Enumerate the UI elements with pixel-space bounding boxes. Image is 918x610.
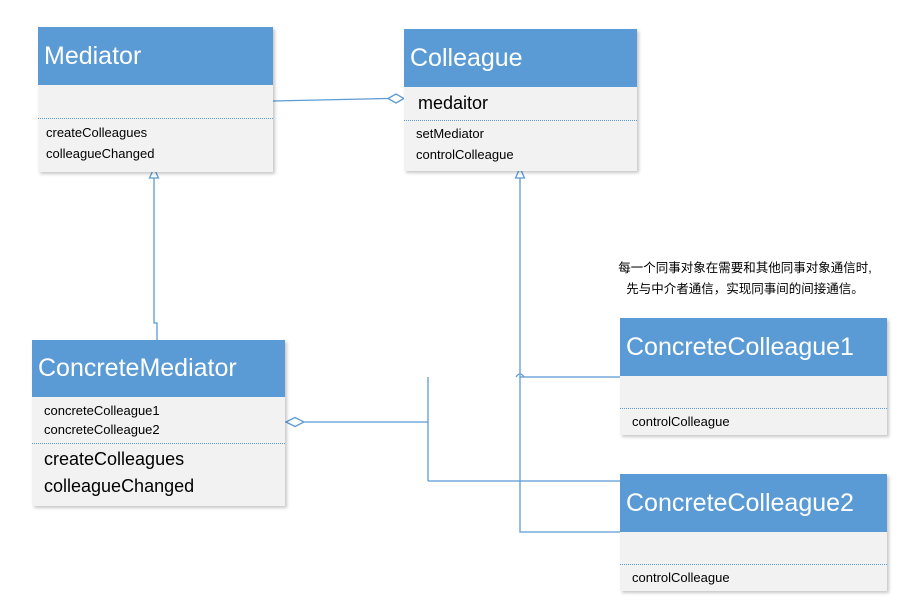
concrete-colleague2-generalization <box>519 377 620 533</box>
operations-compartment: createColleagues colleagueChanged <box>32 444 285 506</box>
generalization-arrowhead <box>148 166 160 179</box>
operation: colleagueChanged <box>46 146 155 161</box>
attribute: medaitor <box>418 93 489 113</box>
attribute: concreteColleague1 <box>44 403 160 418</box>
generalization-arrowhead <box>514 166 526 179</box>
class-colleague[interactable]: Colleague medaitor setMediator controlCo… <box>404 29 637 171</box>
operation: createColleagues <box>44 449 185 469</box>
operations-compartment: createColleagues colleagueChanged <box>38 119 273 172</box>
operations-compartment: setMediator controlColleague <box>404 121 637 171</box>
operation: createColleagues <box>46 125 148 140</box>
aggregation-diamond <box>386 93 406 104</box>
aggregation-diamond <box>284 416 306 428</box>
attribute: concreteColleague2 <box>44 422 160 437</box>
line-crossing-hop <box>515 373 525 378</box>
class-concrete-colleague2[interactable]: ConcreteColleague2 controlColleague <box>620 474 887 591</box>
attributes-compartment: concreteColleague1 concreteColleague2 <box>32 397 285 444</box>
operation: colleagueChanged <box>44 476 195 496</box>
operations-compartment: controlColleague <box>620 409 887 435</box>
operations-compartment: controlColleague <box>620 565 887 591</box>
attributes-compartment <box>620 376 887 409</box>
class-name: ConcreteColleague2 <box>620 474 887 532</box>
class-name: ConcreteColleague1 <box>620 318 887 376</box>
attributes-compartment: medaitor <box>404 87 637 121</box>
class-name: ConcreteMediator <box>32 340 285 397</box>
operation: setMediator <box>416 126 484 141</box>
mediator-colleague-association <box>272 97 389 102</box>
operation: controlColleague <box>632 414 730 429</box>
class-concrete-mediator[interactable]: ConcreteMediator concreteColleague1 conc… <box>32 340 285 506</box>
operation: controlColleague <box>632 570 730 585</box>
class-concrete-colleague1[interactable]: ConcreteColleague1 controlColleague <box>620 318 887 435</box>
class-name: Colleague <box>404 29 637 87</box>
concrete-mediator-generalization <box>153 178 158 340</box>
note-line: 先与中介者通信，实现同事间的间接通信。 <box>626 282 864 296</box>
annotation-note: 每一个同事对象在需要和其他同事对象通信时, 先与中介者通信，实现同事间的间接通信… <box>580 258 910 300</box>
class-mediator[interactable]: Mediator createColleagues colleagueChang… <box>38 27 273 172</box>
attributes-compartment <box>38 85 273 119</box>
note-line: 每一个同事对象在需要和其他同事对象通信时, <box>618 261 872 275</box>
operation: controlColleague <box>416 147 514 162</box>
attributes-compartment <box>620 532 887 565</box>
class-name: Mediator <box>38 27 273 85</box>
